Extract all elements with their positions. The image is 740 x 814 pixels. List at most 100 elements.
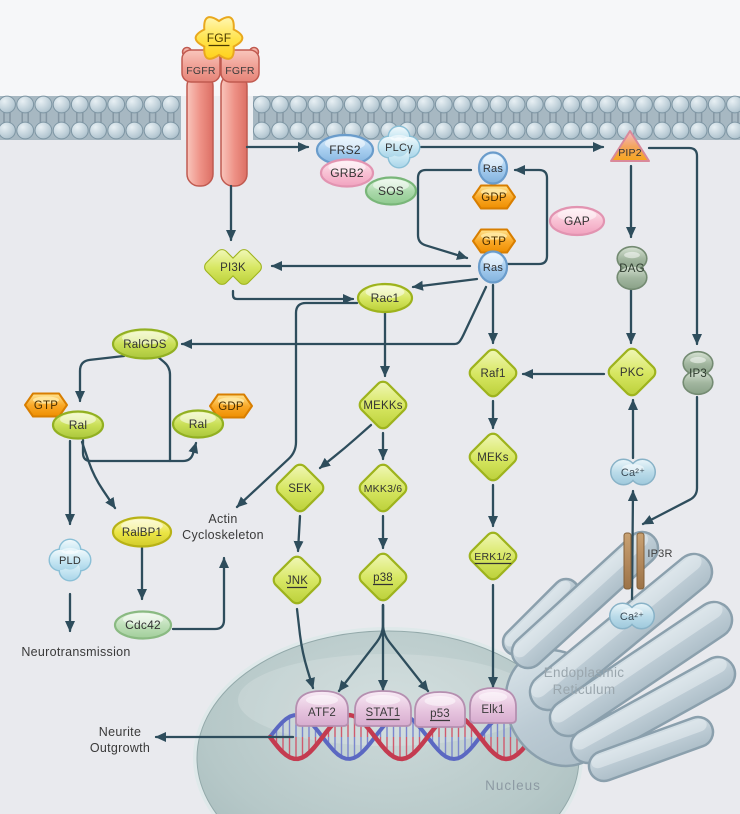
mekks-label: MEKKs	[363, 400, 402, 412]
lipid-head	[271, 95, 289, 114]
lipid-head	[507, 121, 526, 140]
jnk-label: JNK	[286, 575, 308, 587]
lipid-head	[671, 121, 690, 140]
edge-rac1-actin	[235, 301, 359, 509]
ip3-shape	[684, 371, 712, 394]
lipid-head	[289, 121, 308, 140]
ca-er-label: Ca²⁺	[620, 611, 644, 623]
lipid-head	[489, 121, 508, 140]
fgfr-label: FGFR	[225, 65, 255, 77]
atf2-label: ATF2	[308, 707, 336, 719]
frs2-label: FRS2	[329, 143, 361, 157]
gloss-highlight	[121, 519, 163, 533]
pld-node: PLD	[48, 538, 92, 582]
lipid-head	[616, 95, 635, 114]
ralbp1-label: RalBP1	[122, 527, 162, 539]
gdp-ras-label: GDP	[481, 192, 507, 204]
gloss-highlight	[557, 208, 597, 222]
lipid-head	[471, 95, 490, 114]
lipid-head	[525, 121, 544, 140]
lipid-head	[653, 121, 672, 140]
ip3r-shape	[623, 532, 632, 590]
p38-node: p38	[358, 552, 408, 602]
lipid-head	[689, 121, 708, 140]
lipid-head	[380, 95, 399, 114]
mekks-shape	[358, 380, 408, 430]
actin-cycloskeleton-label-line: Cycloskeleton	[182, 528, 264, 542]
gloss-highlight	[482, 253, 504, 268]
lipid-head	[70, 95, 89, 114]
ca-cytosol-label: Ca²⁺	[621, 467, 645, 479]
ralgds-label: RalGDS	[123, 339, 167, 351]
lipid-head	[125, 121, 144, 140]
p53-label: p53	[430, 708, 450, 720]
lipid-head	[598, 121, 617, 140]
ip3-shape	[684, 352, 712, 375]
erk12-label: ERK1/2	[474, 551, 511, 563]
er-tubule-highlight	[591, 718, 707, 769]
ip3-label: IP3	[689, 368, 707, 380]
gloss-highlight	[365, 695, 401, 705]
mkk36-node: MKK3/6	[358, 463, 408, 513]
edge-ip3-ip3r	[641, 395, 699, 526]
er-tubule-highlight	[513, 533, 649, 658]
fgf-node: FGF	[194, 16, 244, 60]
lipid-head	[325, 95, 344, 114]
er-tubule-highlight	[505, 581, 571, 647]
er-tubule-highlight	[551, 602, 723, 723]
gloss-highlight	[390, 134, 408, 142]
gloss-highlight	[60, 413, 96, 426]
gloss-highlight	[622, 464, 644, 473]
lipid-head	[307, 95, 326, 114]
pkc-node: PKC	[607, 347, 657, 397]
edge-gap-ras-cycle	[505, 165, 549, 266]
dag-shape	[618, 247, 646, 270]
gloss-highlight	[122, 613, 164, 626]
edges	[65, 142, 702, 742]
lipid-head	[562, 95, 581, 114]
gloss-highlight	[61, 547, 79, 555]
gtp-ral-node: GTP	[24, 392, 68, 418]
lipid-head	[16, 95, 35, 114]
gap-node: GAP	[548, 205, 606, 237]
dag-shape	[618, 266, 646, 289]
gloss-highlight	[180, 412, 216, 425]
lipid-head	[362, 95, 380, 114]
gtp-ras-node: GTP	[472, 228, 516, 254]
lipid-head	[544, 95, 562, 114]
lipid-head	[689, 95, 708, 114]
lipid-head	[161, 95, 180, 114]
lipid-head	[271, 121, 289, 140]
lipid-head	[289, 95, 308, 114]
stat1-label: STAT1	[365, 707, 400, 719]
p53-node: p53	[414, 691, 466, 728]
pld-shape	[60, 550, 80, 570]
mekks-node: MEKKs	[358, 380, 408, 430]
p53-dome	[414, 691, 466, 728]
sek-shape	[275, 463, 325, 513]
ip3r-shape	[636, 532, 645, 590]
lipid-head	[161, 121, 180, 140]
gloss-highlight	[478, 692, 508, 702]
ralbp1-node: RalBP1	[111, 516, 173, 548]
lipid-head	[0, 121, 16, 140]
edge-ralgds-loop	[156, 355, 172, 463]
elk1-label: Elk1	[481, 704, 504, 716]
lipid-head	[143, 95, 162, 114]
dag-node: DAG	[616, 245, 648, 291]
lipid-head	[434, 121, 453, 140]
elk1-node: Elk1	[469, 687, 517, 724]
plc-gamma-shape	[389, 137, 409, 157]
fgfr-label: FGFR	[186, 65, 216, 77]
lipid-head	[362, 121, 380, 140]
pi3k-node: PI3K	[204, 249, 262, 285]
grb2-label: GRB2	[330, 166, 364, 180]
edge-pi3k-rac1	[231, 289, 355, 304]
receptor-leg	[220, 73, 248, 187]
sos-node: SOS	[364, 176, 418, 206]
lipid-head	[34, 121, 53, 140]
cdc42-label: Cdc42	[125, 618, 161, 632]
edge-jnk-atf2	[295, 607, 315, 690]
